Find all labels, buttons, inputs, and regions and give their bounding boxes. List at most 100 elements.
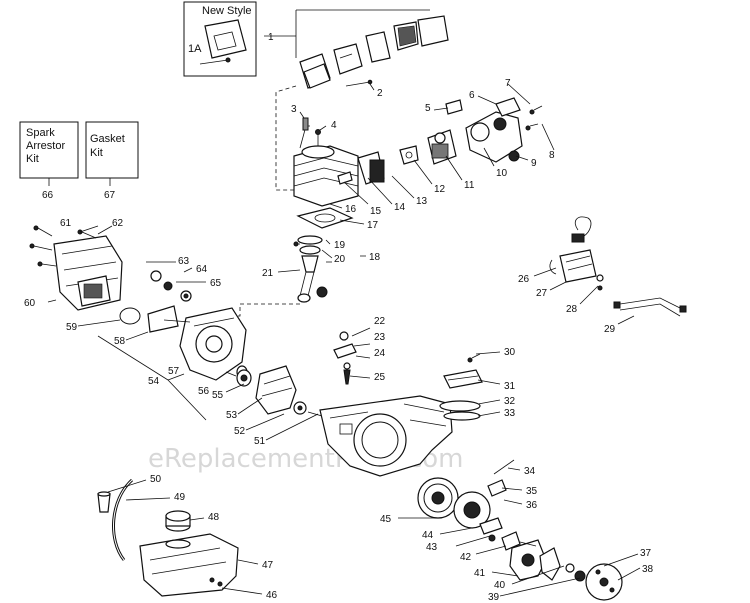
callout-58: 58 bbox=[114, 336, 126, 347]
callout-42: 42 bbox=[460, 552, 472, 563]
callout-28: 28 bbox=[566, 304, 578, 315]
callout-36: 36 bbox=[526, 500, 538, 511]
housing-small-parts bbox=[333, 331, 357, 385]
svg-text:Spark: Spark bbox=[26, 127, 55, 139]
callout-46: 46 bbox=[266, 590, 278, 601]
gasket-kit-box: Gasket Kit bbox=[85, 121, 139, 186]
callout-33: 33 bbox=[504, 408, 516, 419]
fuel-cap bbox=[165, 510, 191, 532]
callout-51: 51 bbox=[254, 436, 266, 447]
callout-54: 54 bbox=[148, 376, 160, 387]
crank-bearings bbox=[236, 365, 252, 387]
callout-49: 49 bbox=[174, 492, 186, 503]
clutch-cover-parts bbox=[439, 353, 483, 421]
callout-41: 41 bbox=[474, 568, 486, 579]
muffler bbox=[29, 225, 123, 311]
oil-pump bbox=[255, 365, 323, 417]
callout-8: 8 bbox=[549, 150, 555, 161]
leader-lines bbox=[47, 35, 641, 597]
callout-4: 4 bbox=[331, 120, 337, 131]
callout-25: 25 bbox=[374, 372, 386, 383]
callout-30: 30 bbox=[504, 347, 516, 358]
callout-14: 14 bbox=[394, 202, 406, 213]
callout-34: 34 bbox=[524, 466, 536, 477]
callout-12: 12 bbox=[434, 184, 446, 195]
callout-17: 17 bbox=[367, 220, 379, 231]
crankcase-half bbox=[179, 307, 247, 381]
callout-47: 47 bbox=[262, 560, 274, 571]
callout-44: 44 bbox=[422, 530, 434, 541]
intake-parts bbox=[337, 145, 419, 185]
carburetor bbox=[427, 99, 463, 165]
callout-labels: 1 2 3 4 5 6 7 8 9 10 11 12 13 14 15 16 1… bbox=[24, 32, 654, 603]
svg-text:Kit: Kit bbox=[90, 147, 103, 159]
callout-55: 55 bbox=[212, 390, 224, 401]
callout-60: 60 bbox=[24, 298, 36, 309]
callout-59: 59 bbox=[66, 322, 78, 333]
callout-63: 63 bbox=[178, 256, 190, 267]
callout-26: 26 bbox=[518, 274, 530, 285]
callout-20: 20 bbox=[334, 254, 346, 265]
fuel-filter bbox=[97, 491, 111, 513]
callout-21: 21 bbox=[262, 268, 274, 279]
callout-53: 53 bbox=[226, 410, 238, 421]
engine-housing bbox=[319, 395, 453, 477]
callout-62: 62 bbox=[112, 218, 124, 229]
callout-38: 38 bbox=[642, 564, 654, 575]
callout-2: 2 bbox=[377, 88, 383, 99]
fuel-tank bbox=[139, 533, 239, 597]
callout-3: 3 bbox=[291, 104, 297, 115]
callout-6: 6 bbox=[469, 90, 475, 101]
callout-7: 7 bbox=[505, 78, 511, 89]
callout-24: 24 bbox=[374, 348, 386, 359]
clutch-shoes bbox=[509, 539, 561, 581]
callout-65: 65 bbox=[210, 278, 222, 289]
callout-57: 57 bbox=[168, 366, 180, 377]
crank-seals bbox=[150, 270, 192, 302]
callout-66: 66 bbox=[42, 190, 54, 201]
new-style-label: New Style bbox=[202, 5, 252, 17]
callout-43: 43 bbox=[426, 542, 438, 553]
callout-23: 23 bbox=[374, 332, 386, 343]
callout-9: 9 bbox=[531, 158, 537, 169]
callout-1: 1 bbox=[268, 32, 274, 43]
callout-48: 48 bbox=[208, 512, 220, 523]
clutch-drum bbox=[453, 491, 491, 529]
callout-29: 29 bbox=[604, 324, 616, 335]
svg-text:Gasket: Gasket bbox=[90, 133, 125, 145]
svg-text:Arrestor: Arrestor bbox=[26, 140, 65, 152]
fuel-line bbox=[112, 478, 134, 561]
callout-52: 52 bbox=[234, 426, 246, 437]
callout-27: 27 bbox=[536, 288, 548, 299]
callout-39: 39 bbox=[488, 592, 500, 603]
new-style-box: New Style 1A bbox=[183, 1, 257, 77]
callout-50: 50 bbox=[150, 474, 162, 485]
new-style-ref-label: 1A bbox=[188, 43, 202, 55]
svg-text:Kit: Kit bbox=[26, 153, 39, 165]
air-filter-parts bbox=[299, 15, 449, 89]
piston-rod bbox=[293, 235, 332, 303]
callout-56: 56 bbox=[198, 386, 210, 397]
callout-67: 67 bbox=[104, 190, 116, 201]
crankshaft bbox=[147, 305, 191, 333]
spark-arrestor-kit-box: Spark Arrestor Kit bbox=[19, 121, 79, 186]
callout-22: 22 bbox=[374, 316, 386, 327]
callout-61: 61 bbox=[60, 218, 72, 229]
starter-pulley bbox=[417, 477, 459, 519]
callout-11: 11 bbox=[464, 180, 475, 191]
callout-40: 40 bbox=[494, 580, 506, 591]
ignition-module bbox=[549, 216, 687, 317]
air-box-plate bbox=[465, 97, 543, 163]
callout-16: 16 bbox=[345, 204, 357, 215]
sprocket-drum bbox=[565, 563, 623, 601]
callout-15: 15 bbox=[370, 206, 382, 217]
callout-31: 31 bbox=[504, 381, 516, 392]
callout-37: 37 bbox=[640, 548, 652, 559]
callout-10: 10 bbox=[496, 168, 508, 179]
gasket-17 bbox=[296, 207, 354, 229]
callout-45: 45 bbox=[380, 514, 392, 525]
callout-32: 32 bbox=[504, 396, 516, 407]
callout-5: 5 bbox=[425, 103, 431, 114]
cylinder bbox=[293, 117, 359, 207]
